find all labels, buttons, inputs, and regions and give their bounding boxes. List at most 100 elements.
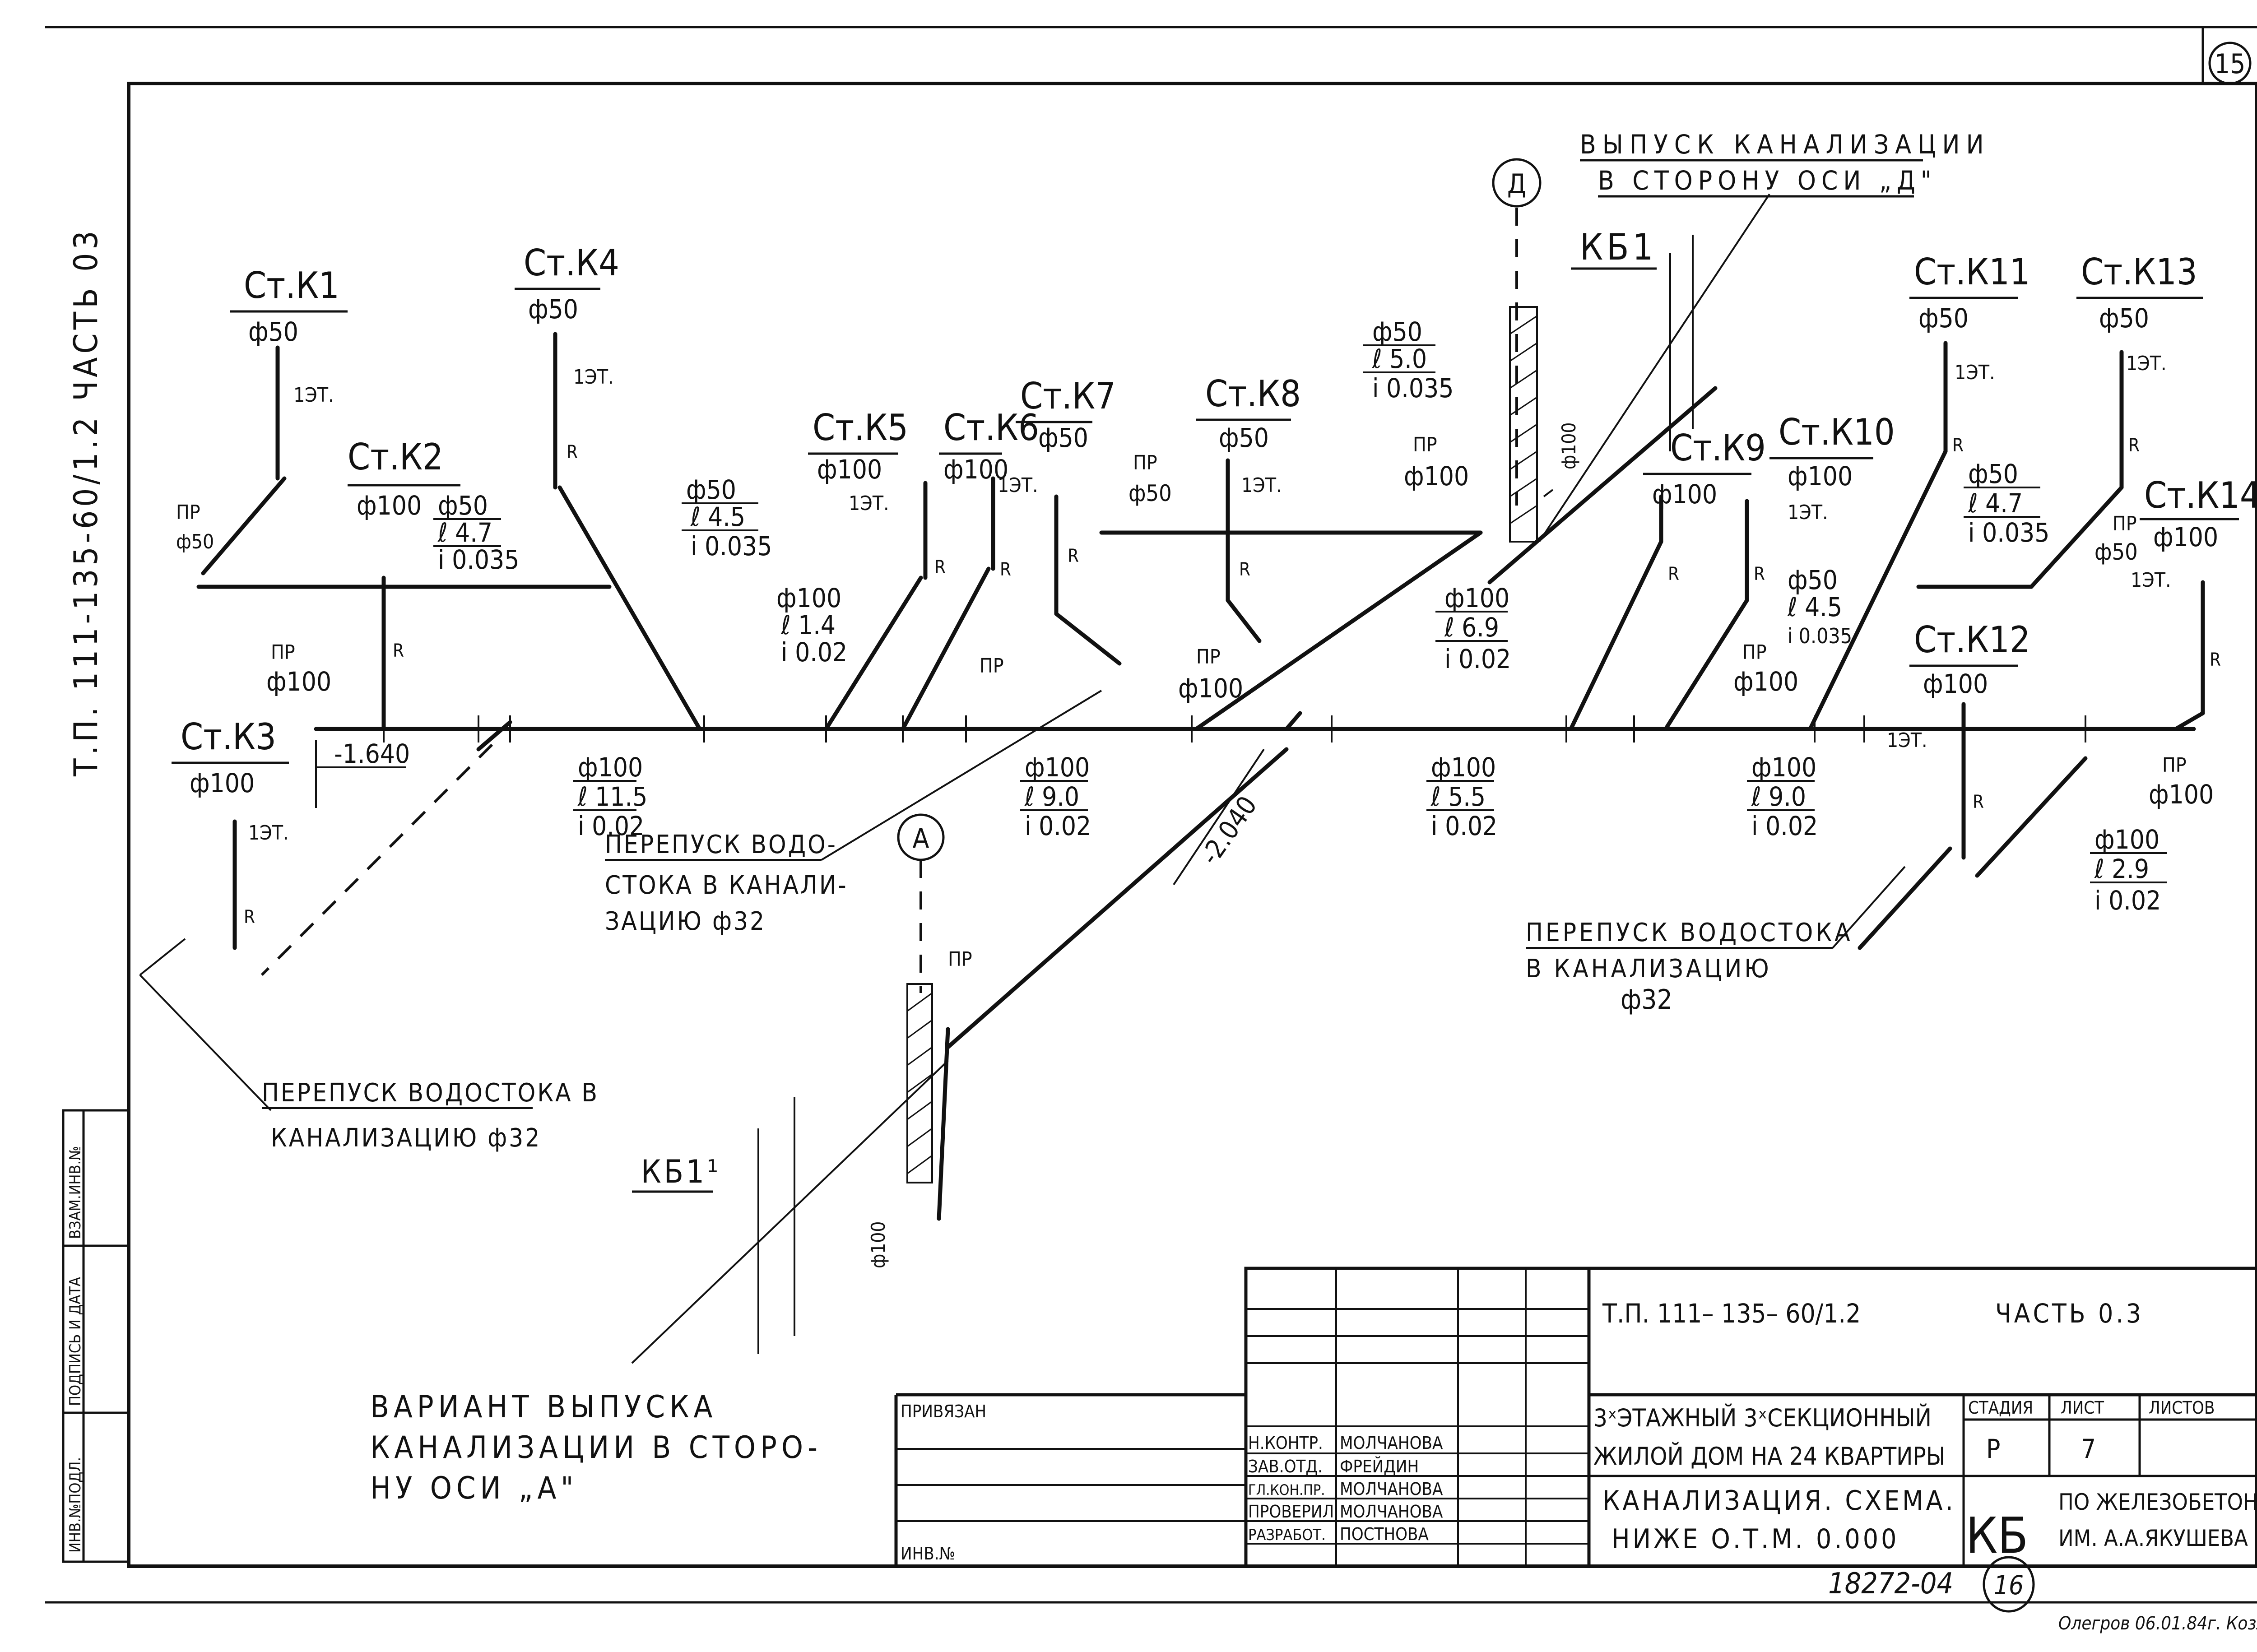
floor-label-k13: 1ЭТ. <box>2126 352 2167 375</box>
cleanout-a: ПР <box>948 948 972 971</box>
tb-name-5: ПОСТНОВА <box>1340 1524 1429 1544</box>
rev-k4: R <box>567 442 578 463</box>
pipe-spec-2-slope: i 0.035 <box>691 531 772 561</box>
cleanout-k8-dia: ф100 <box>1178 673 1243 704</box>
kb1prime-label: КБ1¹ <box>641 1153 721 1190</box>
sheet-number: 15 <box>2215 48 2246 80</box>
riser-k10-name: Ст.К10 <box>1779 411 1895 453</box>
pipe-spec-12-dia: ф100 <box>2094 824 2159 855</box>
tb-role-4: ПРОВЕРИЛ <box>1248 1502 1334 1522</box>
floor-labels: 1ЭТ. 1ЭТ. 1ЭТ. 1ЭТ. 1ЭТ. 1ЭТ. 1ЭТ. 1ЭТ. … <box>248 352 2171 845</box>
cleanout-k13-dia: ф50 <box>2094 539 2138 565</box>
pipe-spec-11-slope: i 0.035 <box>1788 624 1852 648</box>
tb-role-2: ЗАВ.ОТД. <box>1248 1457 1323 1476</box>
tb-code: Т.П. 111– 135– 60/1.2 <box>1602 1298 1861 1329</box>
floor-label-k14: 1ЭТ. <box>2131 569 2171 592</box>
pipe-spec-4-dia: ф100 <box>776 583 841 613</box>
pipe-spec-7-dia: ф100 <box>1444 583 1509 613</box>
pipe-spec-10: ф50 ℓ 4.7 i 0.035 <box>1964 459 2049 548</box>
riser-k14-name: Ст.К14 <box>2144 474 2257 516</box>
pipe-spec-2-len: ℓ 4.5 <box>690 501 745 532</box>
pipe-spec-7: ф100 ℓ 6.9 i 0.02 <box>1435 583 1511 674</box>
riser-k5-name: Ст.К5 <box>813 407 908 449</box>
riser-k10-dia: ф100 <box>1788 461 1853 492</box>
pipe-spec-12-len: ℓ 2.9 <box>2094 854 2149 884</box>
floor-label-k12: 1ЭТ. <box>1887 729 1927 752</box>
pipe-spec-4-slope: i 0.02 <box>781 637 847 668</box>
tb-org-1: ПО ЖЕЛЕЗОБЕТОНУ <box>2058 1489 2257 1515</box>
rev-k7: R <box>1068 546 1079 566</box>
tb-project-2: ЖИЛОЙ ДОМ НА 24 КВАРТИРЫ <box>1593 1442 1946 1471</box>
footer-sign: Олегров 06.01.84г. Козлова <box>2058 1613 2257 1634</box>
tb-sheet-title-2: НИЖЕ О.Т.М. 0.000 <box>1611 1523 1899 1555</box>
revision-marks: R R R R R R R R R R R R R <box>244 435 2221 928</box>
header-note-line1: ВЫПУСК КАНАЛИЗАЦИИ <box>1580 129 1990 160</box>
left-stamp: ИНВ.№ПОДЛ. ПОДПИСЬ И ДАТА ВЗАМ.ИНВ.№ <box>62 1109 130 1563</box>
note-bypass1-l1: ПЕРЕПУСК ВОДО- <box>605 830 837 859</box>
side-title: Т.П. 111-135-60/1.2 ЧАСТЬ 03 <box>67 227 105 777</box>
pipe-spec-2: ф50 ℓ 4.5 i 0.035 <box>682 474 772 561</box>
floor-label-k8: 1ЭТ. <box>1241 474 1282 497</box>
sheet-number-badge: 15 <box>2208 42 2252 85</box>
kb1-outlet-dia: ф100 <box>1558 422 1580 469</box>
tb-role-3: ГЛ.КОН.ПР. <box>1248 1481 1325 1499</box>
stamp-signature-date: ПОДПИСЬ И ДАТА <box>66 1277 84 1406</box>
cleanout-k14-dia: ф100 <box>2149 779 2214 810</box>
riser-k8-name: Ст.К8 <box>1205 373 1301 415</box>
stamp-vzam-inv: ВЗАМ.ИНВ.№ <box>66 1146 84 1239</box>
riser-k2-dia: ф100 <box>357 490 422 521</box>
stamp-inv-podl: ИНВ.№ПОДЛ. <box>66 1457 84 1553</box>
pipe-spec-7-len: ℓ 6.9 <box>1444 612 1499 643</box>
tb-project-1: 3ˣЭТАЖНЫЙ 3ˣСЕКЦИОННЫЙ <box>1593 1404 1932 1432</box>
riser-k3-dia: ф100 <box>190 768 255 798</box>
floor-label-k1: 1ЭТ. <box>293 384 334 407</box>
riser-k2: Ст.К2 ф100 <box>348 436 460 521</box>
floor-label-k3: 1ЭТ. <box>248 821 289 845</box>
pipe-spec-12-slope: i 0.02 <box>2094 885 2161 916</box>
cleanout-k2: ПР <box>271 641 295 664</box>
riser-k12-dia: ф100 <box>1923 668 1988 699</box>
floor-label-k11: 1ЭТ. <box>1955 361 1995 384</box>
note-bypass3: ПЕРЕПУСК ВОДОСТОКА В КАНАЛИЗАЦИЮ ф32 <box>262 1078 597 1153</box>
cleanout-k10-dia: ф100 <box>1733 666 1798 697</box>
pipe-spec-11-dia: ф50 <box>1788 565 1838 595</box>
riser-k3-name: Ст.К3 <box>181 716 276 758</box>
riser-k14-dia: ф100 <box>2153 522 2218 552</box>
pipe-spec-6-slope: i 0.02 <box>1025 811 1091 841</box>
riser-k14: Ст.К14 ф100 <box>2140 474 2257 552</box>
tb-org-2: ИМ. А.А.ЯКУШЕВА <box>2058 1525 2248 1551</box>
tb-name-1: МОЛЧАНОВА <box>1340 1433 1443 1453</box>
header-note-line2: В СТОРОНУ ОСИ „Д" <box>1598 165 1937 196</box>
note-bypass1-l3: ЗАЦИЮ ф32 <box>605 907 766 936</box>
note-variant-l3: НУ ОСИ „А" <box>370 1471 578 1506</box>
riser-k13-name: Ст.К13 <box>2081 251 2197 293</box>
tb-sheet: 7 <box>2081 1434 2096 1464</box>
note-bypass2: ПЕРЕПУСК ВОДОСТОКА В КАНАЛИЗАЦИЮ ф32 <box>1526 866 1906 1016</box>
tb-role-1: Н.КОНТР. <box>1248 1433 1323 1453</box>
kb1-label: КБ1 <box>1580 226 1657 268</box>
pipe-spec-5-slope: i 0.02 <box>578 811 644 841</box>
axis-a-label: А <box>913 823 929 854</box>
riser-k4-name: Ст.К4 <box>524 242 619 284</box>
tb-stage-hdr: СТАДИЯ <box>1968 1398 2033 1418</box>
tb-name-2: ФРЕЙДИН <box>1340 1457 1419 1476</box>
pipe-spec-11: ф50 ℓ 4.5 i 0.035 <box>1787 565 1852 648</box>
pipe-spec-10-len: ℓ 4.7 <box>1968 488 2023 519</box>
pipe-spec-10-dia: ф50 <box>1968 459 2018 489</box>
floor-label-k4: 1ЭТ. <box>573 366 614 389</box>
pipe-spec-8-dia: ф100 <box>1431 752 1496 783</box>
riser-k9-name: Ст.К9 <box>1670 427 1766 469</box>
pipe-spec-11-len: ℓ 4.5 <box>1787 592 1842 622</box>
pipe-spec-4: ф100 ℓ 1.4 i 0.02 <box>776 583 847 668</box>
pipe-spec-4-len: ℓ 1.4 <box>780 610 836 640</box>
riser-k7-name: Ст.К7 <box>1020 375 1116 417</box>
riser-k2-name: Ст.К2 <box>348 436 443 478</box>
cleanout-k7: ПР <box>1133 451 1157 474</box>
pipe-spec-8-len: ℓ 5.5 <box>1430 781 1486 812</box>
elevation-1-value: -1.640 <box>334 738 410 769</box>
kb1prime-label-group: КБ1¹ ф100 <box>632 1153 889 1268</box>
